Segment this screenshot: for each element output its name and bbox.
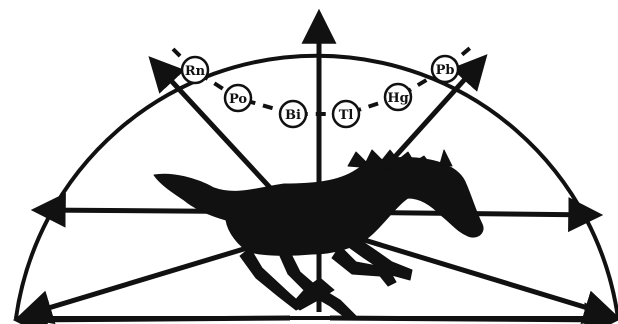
- node-rn-label: Rn: [185, 64, 206, 79]
- node-tl-label: Tl: [339, 108, 354, 123]
- node-hg-label: Hg: [387, 91, 408, 106]
- node-tl: Tl: [333, 101, 359, 127]
- node-bi: Bi: [280, 101, 306, 127]
- node-bi-label: Bi: [285, 108, 301, 123]
- node-pb-label: Pb: [436, 63, 455, 78]
- node-rn: Rn: [182, 57, 208, 83]
- node-hg: Hg: [385, 84, 411, 110]
- arrow-bottom-right: [330, 318, 614, 320]
- node-pb: Pb: [432, 56, 458, 82]
- node-po-label: Po: [229, 92, 247, 107]
- arrow-bottom-left: [18, 318, 290, 320]
- node-po: Po: [225, 85, 251, 111]
- radial-arrows: [18, 14, 614, 320]
